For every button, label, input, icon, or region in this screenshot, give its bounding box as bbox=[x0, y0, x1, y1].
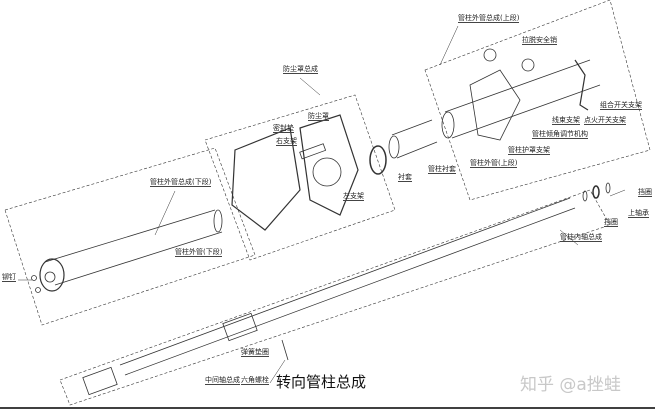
label-lower-outer-tube: 管柱外管(下段) bbox=[175, 248, 223, 257]
label-intermediate-shaft-assy: 中间轴总成 bbox=[205, 376, 240, 385]
label-breakaway-pin: 拉脱安全销 bbox=[522, 36, 557, 45]
label-dust-boot-assy: 防尘罩总成 bbox=[283, 65, 318, 74]
label-dust-boot: 防尘罩 bbox=[308, 112, 329, 121]
dust-boot-parts bbox=[231, 114, 359, 231]
label-tilt-mechanism: 管柱倾角调节机构 bbox=[532, 130, 588, 139]
label-upper-outer-tube: 管柱外管(上段) bbox=[470, 159, 518, 168]
label-lower-outer-tube-assy: 管柱外管总成(下段) bbox=[150, 178, 212, 187]
label-inner-shaft-assy: 管柱内轴总成 bbox=[560, 233, 602, 242]
label-gasket: 密封垫 bbox=[273, 124, 294, 133]
bushing bbox=[369, 145, 387, 175]
label-right-bracket: 右支架 bbox=[276, 137, 297, 146]
label-harness-bracket: 线束支架 bbox=[552, 116, 580, 125]
column-bushing bbox=[388, 119, 438, 159]
lower-outer-tube bbox=[31, 209, 223, 293]
label-rivet: 铆钉 bbox=[2, 273, 16, 282]
label-upper-outer-tube-assy: 管柱外管总成(上段) bbox=[458, 14, 520, 23]
label-hex-bolt: 六角螺栓 bbox=[241, 376, 269, 385]
leader-lines bbox=[18, 25, 626, 384]
label-left-bracket: 左支架 bbox=[343, 192, 364, 201]
label-spring-washer: 弹簧垫圈 bbox=[241, 348, 269, 357]
inner-shaft bbox=[82, 182, 611, 396]
label-retaining-ring-top: 挡圈 bbox=[638, 188, 652, 197]
label-retaining-ring: 挡圈 bbox=[604, 218, 618, 227]
label-bushing: 衬套 bbox=[398, 173, 412, 182]
group-outlines bbox=[4, 0, 651, 406]
label-ignition-switch-bracket: 点火开关支架 bbox=[584, 116, 626, 125]
diagram-title: 转向管柱总成 bbox=[276, 373, 367, 391]
label-column-bushing: 管柱衬套 bbox=[428, 165, 456, 174]
label-combo-switch-bracket: 组合开关支架 bbox=[600, 101, 642, 110]
label-shroud-bracket: 管柱护罩支架 bbox=[508, 146, 550, 155]
upper-outer-tube bbox=[441, 48, 601, 141]
watermark: 知乎 @a挫蛙 bbox=[520, 375, 621, 395]
label-upper-bearing: 上轴承 bbox=[628, 209, 649, 218]
